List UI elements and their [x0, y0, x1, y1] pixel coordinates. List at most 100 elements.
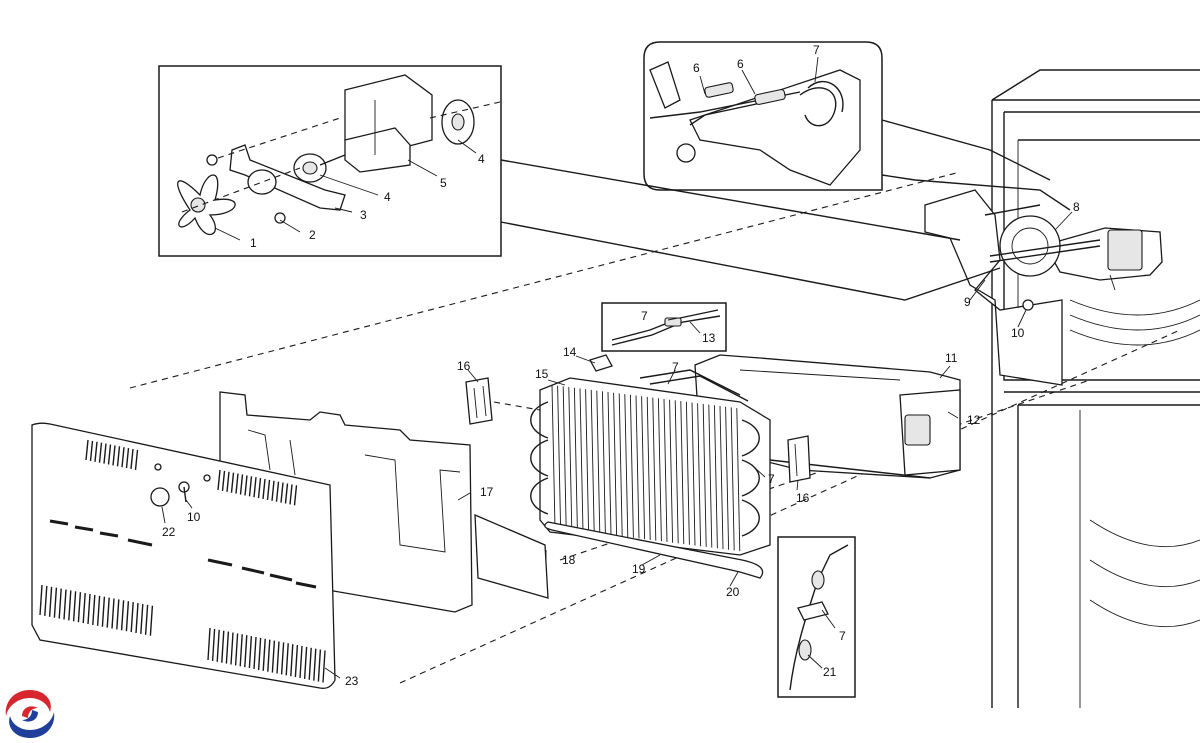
panel-vent-slot — [230, 472, 235, 493]
callout-1: 1 — [250, 236, 257, 250]
callout-15: 15 — [535, 367, 549, 381]
panel-vent-slot — [125, 601, 130, 632]
panel-vent-slot — [77, 592, 82, 623]
callout-9: 9 — [964, 295, 971, 309]
fan-shroud-bracket — [924, 189, 1163, 386]
panel-vent-slot — [85, 439, 89, 461]
evaporator-fin — [568, 387, 573, 531]
evaporator-fin — [691, 402, 696, 546]
callout-7-sensor: 7 — [641, 309, 648, 323]
panel-vent-slot — [63, 589, 67, 620]
panel-slot — [99, 531, 119, 538]
callout-17: 17 — [480, 485, 494, 499]
panel-vent-slot — [134, 449, 139, 470]
callout-12: 12 — [967, 413, 981, 427]
evaporator-fin — [641, 396, 646, 540]
evaporator-fin — [719, 405, 724, 550]
evaporator-fin — [725, 406, 730, 550]
panel-vent-slot — [149, 605, 154, 636]
evaporator-fin — [652, 397, 657, 541]
callout-7-clip: 7 — [768, 472, 775, 486]
panel-vent-slot — [221, 470, 226, 491]
evaporator-coil — [530, 369, 771, 556]
evaporator-fin — [551, 384, 556, 529]
panel-vent-slot — [211, 628, 216, 661]
callout-21: 21 — [823, 665, 837, 679]
callout-13: 13 — [702, 331, 716, 345]
panel-vent-slot — [89, 440, 94, 461]
evaporator-fin — [579, 388, 584, 532]
callout-11: 11 — [945, 351, 958, 365]
evaporator-fin — [590, 389, 595, 533]
evaporator-fin — [697, 403, 702, 547]
panel-vent-slot — [271, 480, 275, 501]
panel-vent-slot — [239, 474, 244, 495]
panel-vent-slot — [294, 645, 299, 678]
panel-vent-slot — [58, 588, 62, 619]
coil-clip-left — [465, 377, 493, 425]
callout-6-right: 6 — [737, 57, 744, 71]
coil-clip-right — [787, 435, 811, 483]
panel-vent-slot — [121, 447, 125, 468]
panel-vent-slot — [116, 599, 120, 630]
panel-vent-slot — [313, 648, 317, 681]
evaporator-fin — [601, 391, 606, 535]
evaporator-fin — [573, 387, 578, 531]
inset-connector-motor-2 — [500, 159, 961, 241]
panel-vent-slot — [44, 585, 48, 616]
panel-vent-slot — [285, 643, 289, 676]
panel-vent-slot — [267, 639, 271, 672]
callout-7-harness: 7 — [813, 43, 820, 57]
callout-4-grommet: 4 — [384, 190, 391, 204]
evaporator-fin — [713, 405, 718, 549]
panel-vent-slot — [106, 597, 110, 628]
callout-7-lead: 7 — [839, 629, 846, 643]
panel-slot — [74, 525, 94, 532]
panel-vent-slot — [293, 485, 298, 506]
panel-vent-slot — [230, 632, 234, 665]
evaporator-fin — [736, 408, 741, 552]
panel-vent-slot — [72, 591, 77, 622]
panel-vent-slot — [135, 602, 139, 634]
panel-vent-slot — [248, 636, 253, 669]
inset-connector-harness — [881, 174, 1071, 211]
evaporator-fin — [674, 400, 679, 544]
evaporator-fin — [669, 399, 674, 543]
panel-vent-slot — [262, 638, 266, 671]
inset-connector-harness-2 — [881, 119, 1051, 181]
panel-vent-slot — [103, 443, 107, 464]
panel-slot — [49, 519, 69, 526]
panel-vent-slot — [271, 640, 276, 673]
evaporator-fin — [708, 404, 713, 548]
evaporator-fin — [680, 401, 685, 545]
callout-10-bracket: 10 — [1011, 326, 1025, 340]
panel-vent-slot — [235, 473, 239, 494]
panel-vent-slot — [221, 630, 225, 663]
evaporator-fin — [730, 407, 735, 551]
panel-vent-slot — [275, 481, 280, 502]
panel-vent-slot — [284, 483, 289, 504]
sensor-inset — [601, 302, 727, 352]
harness-inset — [643, 41, 883, 191]
evaporator-fin — [657, 398, 662, 542]
fan-motor-inset — [158, 65, 502, 257]
panel-vent-slot — [303, 646, 308, 679]
front-panel — [31, 422, 336, 689]
panel-slot — [127, 538, 153, 547]
panel-vent-slot — [289, 484, 293, 505]
panel-vent-slot — [120, 600, 125, 631]
callout-3: 3 — [360, 208, 367, 222]
panel-slot — [207, 558, 233, 567]
callout-22: 22 — [162, 525, 176, 539]
evaporator-fin — [618, 393, 623, 537]
panel-vent-slot — [130, 602, 134, 633]
evaporator-fin — [585, 389, 590, 533]
evaporator-fin — [702, 403, 707, 547]
panel-slot — [295, 581, 317, 589]
panel-vent-slot — [234, 633, 239, 666]
panel-vent-slot — [125, 448, 130, 469]
callout-18: 18 — [562, 553, 576, 567]
panel-vent-slot — [112, 445, 116, 466]
